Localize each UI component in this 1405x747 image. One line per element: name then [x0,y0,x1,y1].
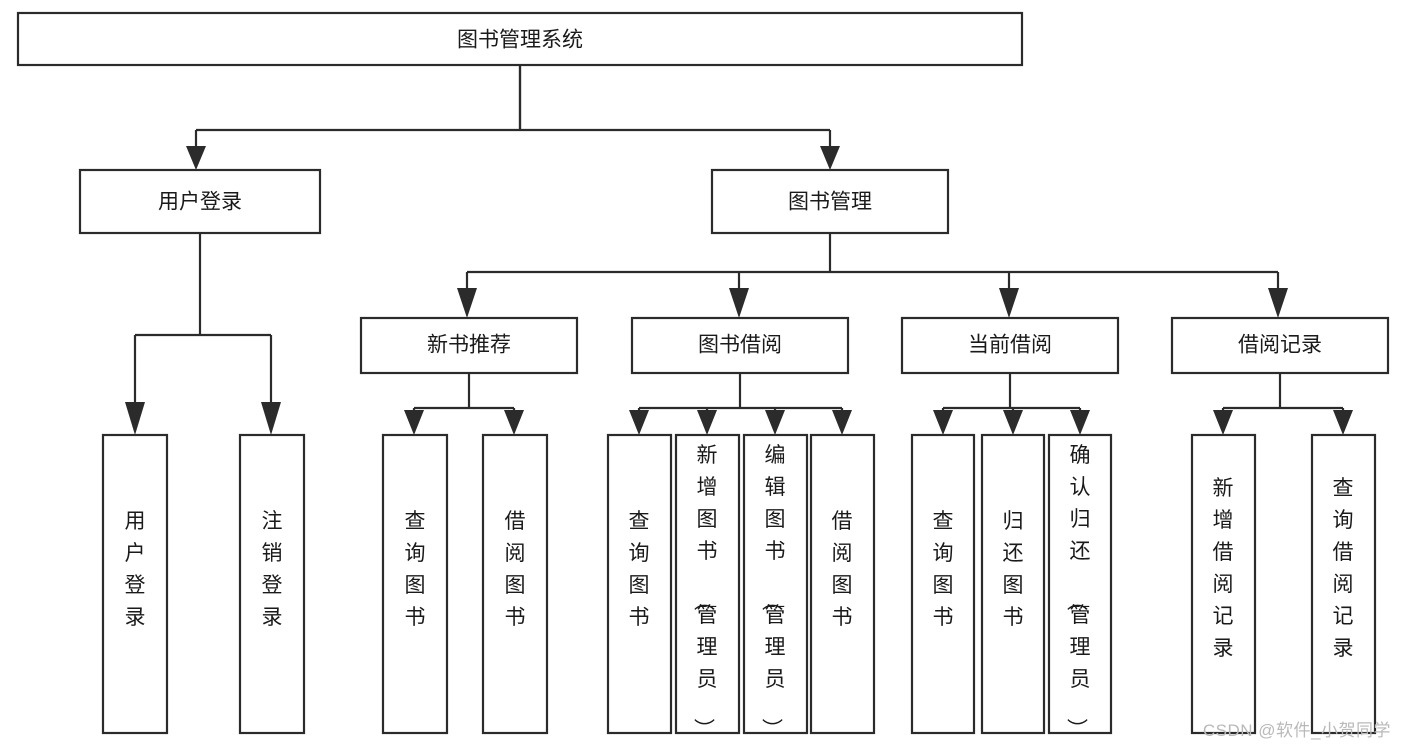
leaf-edit-book-label: 编辑图书（管理员） [760,444,786,739]
leaf-query-book-3-label: 查询图书 [933,510,954,629]
leaf-confirm-return[interactable]: 确认归还（管理员） [1047,433,1113,739]
arrow-head-leaf-borrow-book-1 [504,410,524,435]
node-user-login-label: 用户登录 [158,191,242,214]
node-new-book-recommend[interactable]: 新书推荐 [359,316,579,375]
leaf-edit-book[interactable]: 编辑图书（管理员） [742,433,809,739]
node-book-management[interactable]: 图书管理 [710,168,950,235]
leaf-add-record[interactable]: 新增借阅记录 [1190,433,1257,735]
leaf-borrow-book-2-label: 借阅图书 [832,510,853,629]
leaf-return-book[interactable]: 归还图书 [980,433,1046,735]
connector-newbook-to-leaves [404,373,524,435]
leaf-return-book-label: 归还图书 [1003,510,1024,629]
arrow-head-user-login [186,146,206,170]
arrow-head-leaf-confirm-return [1070,410,1090,435]
node-book-borrow[interactable]: 图书借阅 [630,316,850,375]
arrow-head-leaf-return-book [1003,410,1023,435]
leaf-borrow-book-1-label: 借阅图书 [505,510,526,629]
connector-borrowrecord-to-leaves [1213,373,1353,435]
leaf-borrow-book-1[interactable]: 借阅图书 [481,433,549,735]
arrow-head-book-borrow [729,288,749,318]
arrow-head-leaf-add-book [697,410,717,435]
leaf-query-record[interactable]: 查询借阅记录 [1310,433,1377,735]
leaf-query-book-2-label: 查询图书 [629,510,650,629]
connector-currentborrow-to-leaves [933,373,1090,435]
connector-bookborrow-to-leaves [629,373,852,435]
arrow-head-leaf-query-book-3 [933,410,953,435]
arrow-head-leaf-edit-book [765,410,785,435]
leaf-query-book-3[interactable]: 查询图书 [910,433,976,735]
arrow-head-leaf-user-login [125,402,145,435]
leaf-query-book-2[interactable]: 查询图书 [606,433,673,735]
csdn-watermark: CSDN @软件_小贺同学 [1202,721,1391,740]
leaf-query-book-1-label: 查询图书 [405,510,426,629]
node-borrow-record-label: 借阅记录 [1238,334,1322,357]
connector-bookmgmt-to-level3 [457,233,1288,318]
connector-root-to-level2 [186,66,840,170]
arrow-head-leaf-query-record [1333,410,1353,435]
leaf-user-logout-label: 注销登录 [262,510,283,629]
arrow-head-leaf-borrow-book-2 [832,410,852,435]
node-current-borrow-label: 当前借阅 [968,334,1052,357]
leaf-user-login[interactable]: 用户登录 [101,433,169,735]
leaf-user-login-label: 用户登录 [125,510,146,629]
leaf-confirm-return-label: 确认归还（管理员） [1065,444,1091,739]
leaf-add-record-label: 新增借阅记录 [1213,477,1234,660]
node-borrow-record[interactable]: 借阅记录 [1170,316,1390,375]
arrow-head-book-management [820,146,840,170]
leaf-user-logout[interactable]: 注销登录 [238,433,306,735]
arrow-head-new-book-recommend [457,288,477,318]
arrow-head-borrow-record [1268,288,1288,318]
node-current-borrow[interactable]: 当前借阅 [900,316,1120,375]
leaf-query-record-label: 查询借阅记录 [1333,477,1354,660]
node-user-login[interactable]: 用户登录 [78,168,322,235]
arrow-head-current-borrow [999,288,1019,318]
arrow-head-leaf-add-record [1213,410,1233,435]
arrow-head-leaf-query-book-1 [404,410,424,435]
node-book-management-label: 图书管理 [788,191,872,214]
leaf-query-book-1[interactable]: 查询图书 [381,433,449,735]
connector-userlogin-to-leaves [125,233,281,435]
node-root[interactable]: 图书管理系统 [16,11,1024,67]
node-new-book-recommend-label: 新书推荐 [427,334,511,357]
arrow-head-leaf-query-book-2 [629,410,649,435]
node-book-borrow-label: 图书借阅 [698,334,782,357]
leaf-add-book[interactable]: 新增图书（管理员） [674,433,741,739]
leaf-borrow-book-2[interactable]: 借阅图书 [809,433,876,735]
arrow-head-leaf-user-logout [261,402,281,435]
leaf-add-book-label: 新增图书（管理员） [692,444,718,739]
node-root-label: 图书管理系统 [457,29,583,52]
